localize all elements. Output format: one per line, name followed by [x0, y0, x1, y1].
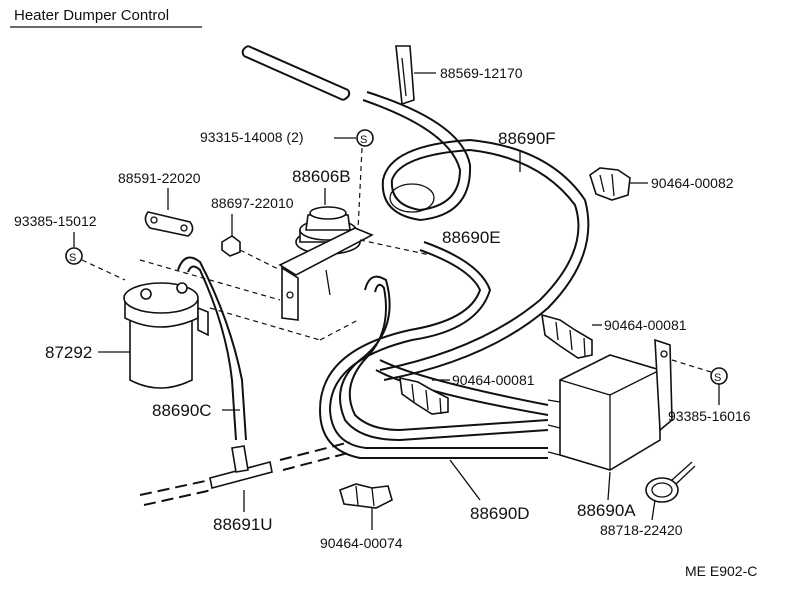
clip-90464-00081-a [541, 313, 593, 359]
label-87292: 87292 [45, 343, 92, 362]
nut-88697 [221, 235, 241, 257]
label-93385-16016: 93385-16016 [668, 408, 751, 424]
label-90464-00074: 90464-00074 [320, 535, 403, 551]
label-90464-00081-a: 90464-00081 [604, 317, 687, 333]
label-88718-22420: 88718-22420 [600, 522, 683, 538]
label-88697-22010: 88697-22010 [211, 195, 294, 211]
label-90464-00081-b: 90464-00081 [452, 372, 535, 388]
label-88690E: 88690E [442, 228, 501, 247]
label-88690F: 88690F [498, 129, 556, 148]
label-88591-22020: 88591-22020 [118, 170, 201, 186]
clip-90464-00081-b [399, 376, 449, 415]
screw-symbol-text-3: S [714, 372, 721, 384]
screw-symbol-text: S [360, 134, 367, 146]
label-93385-15012: 93385-15012 [14, 213, 97, 229]
actuator-88606B [278, 206, 374, 321]
clip-88569 [395, 45, 436, 106]
hose-88690C [177, 256, 247, 441]
band-clamp-88718 [645, 461, 696, 503]
footer-code: ME E902-C [685, 563, 757, 579]
hose-88690F [362, 91, 590, 381]
bracket-88591 [144, 211, 194, 237]
label-90464-00082: 90464-00082 [651, 175, 734, 191]
label-88691U: 88691U [213, 515, 273, 534]
clip-90464-00074 [339, 483, 393, 509]
hose-top-straight [241, 45, 351, 101]
label-93315-14008: 93315-14008 (2) [200, 129, 304, 145]
label-88690C: 88690C [152, 401, 212, 420]
title-text: Heater Dumper Control [14, 7, 169, 24]
hose-88690D [339, 275, 549, 442]
label-88690D: 88690D [470, 504, 530, 523]
hose-88690E [318, 241, 548, 459]
t-joint-88691U [139, 441, 353, 506]
screw-symbol-text-2: S [69, 252, 76, 264]
screw-symbol-icon [356, 129, 374, 147]
vacuum-tank-88690A [547, 338, 673, 471]
diagram-title: Heater Dumper Control [10, 7, 202, 28]
clip-90464-00082 [589, 167, 631, 201]
label-88690A: 88690A [577, 501, 636, 520]
label-88606B: 88606B [292, 167, 351, 186]
label-88569-12170: 88569-12170 [440, 65, 523, 81]
canister-87292 [123, 282, 209, 389]
